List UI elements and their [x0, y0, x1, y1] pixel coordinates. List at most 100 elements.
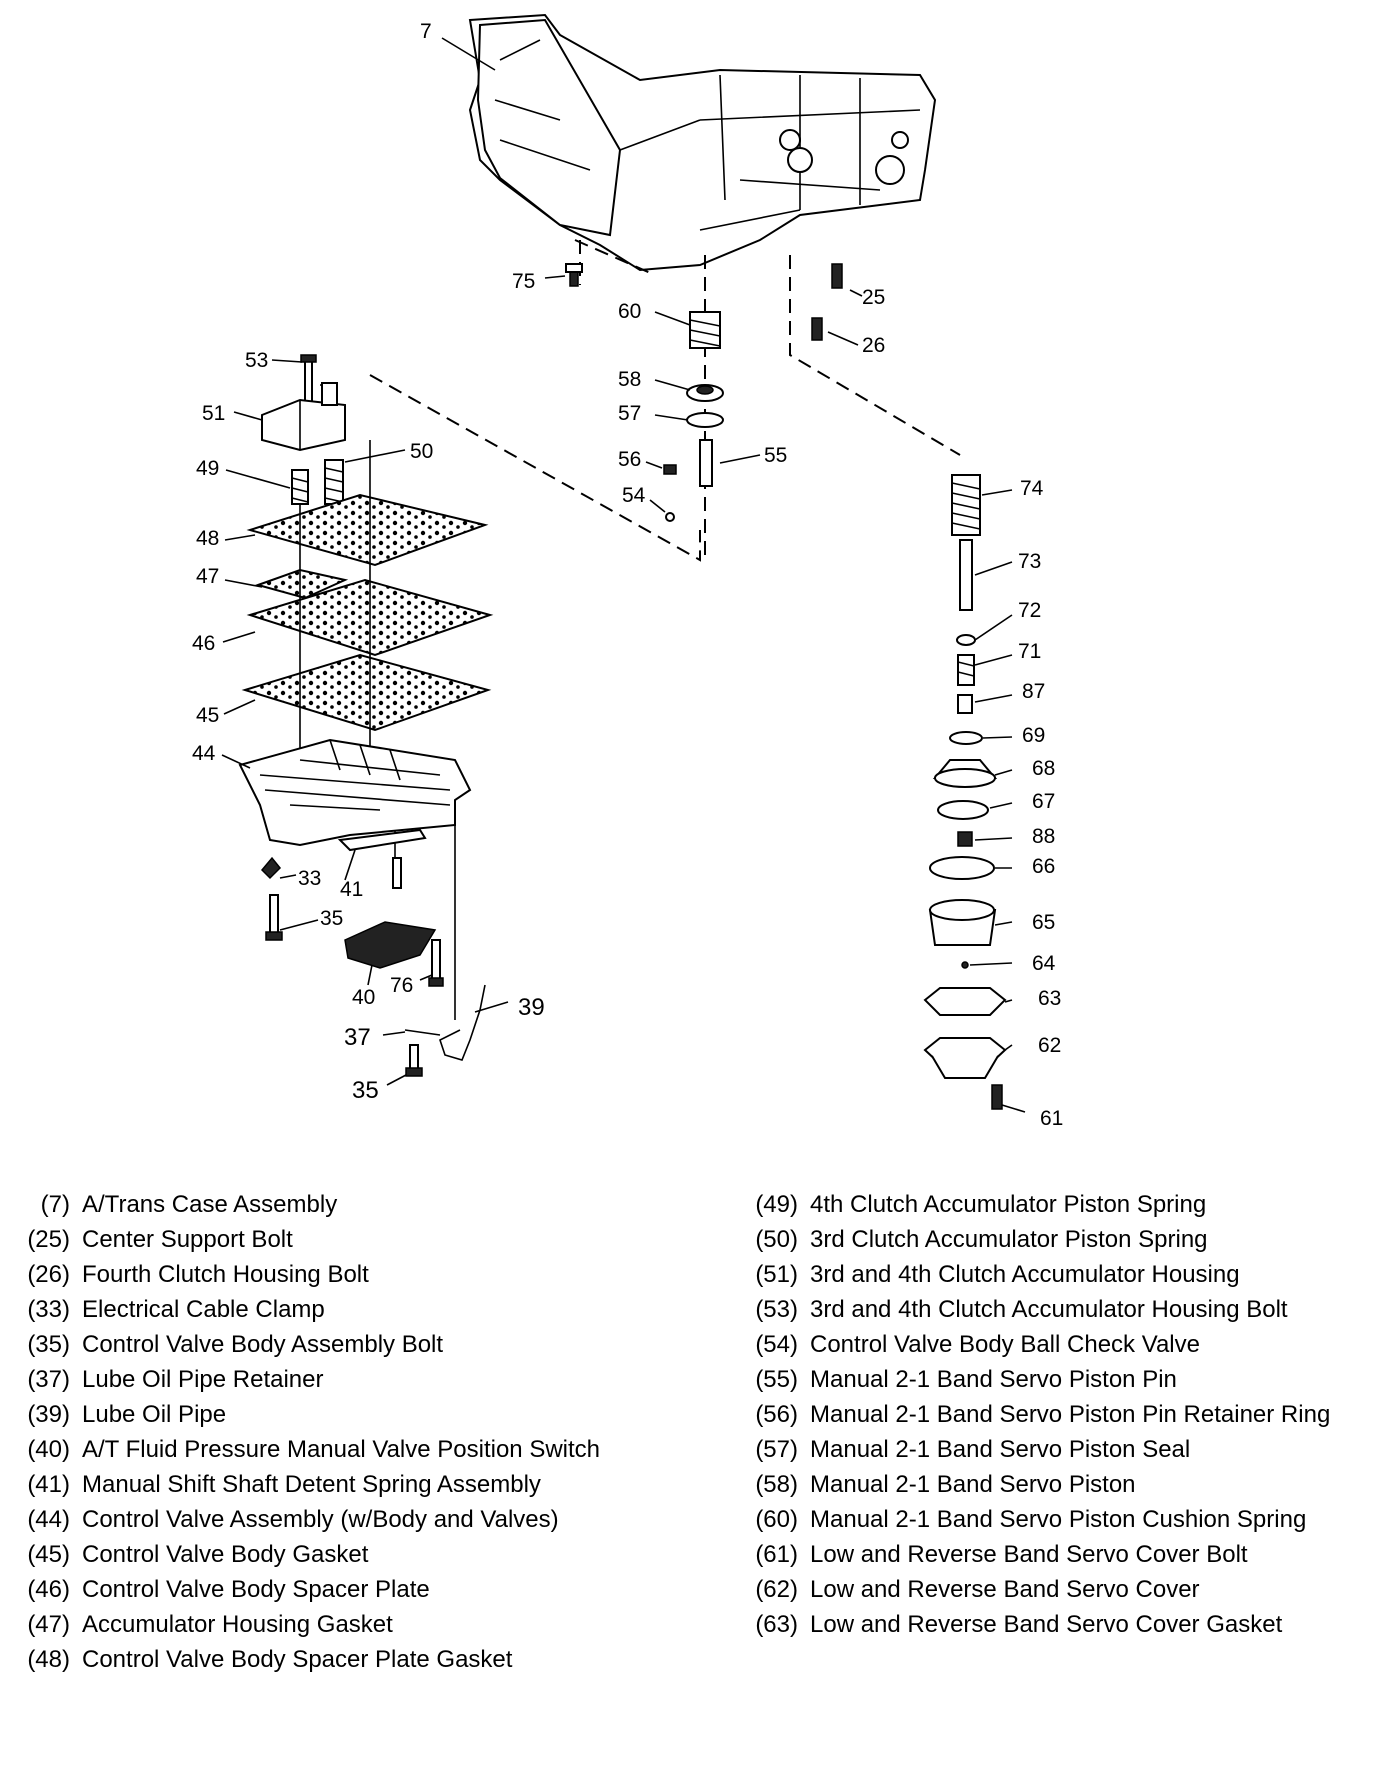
ring-69: [949, 731, 983, 745]
legend-item-text: Low and Reverse Band Servo Cover: [810, 1576, 1200, 1603]
legend-item: (7) A/Trans Case Assembly: [10, 1190, 710, 1220]
exploded-parts-diagram: 7 75 25 26 60 58 57 56 55 54 53 51 49 50…: [192, 13, 1063, 1130]
callout-49: 49: [196, 457, 219, 480]
legend-item-number: (57): [755, 1436, 798, 1463]
callout-63: 63: [1038, 987, 1061, 1010]
legend-item-number: (55): [755, 1366, 798, 1393]
callout-51: 51: [202, 402, 225, 425]
callout-57: 57: [618, 402, 641, 425]
lube-oil-pipe-39: [439, 984, 486, 1061]
cover-bolt-61: [991, 1084, 1003, 1110]
legend-item-number: (51): [755, 1261, 798, 1288]
callout-60: 60: [618, 300, 641, 323]
legend-item: (60) Manual 2-1 Band Servo Piston Cushion…: [738, 1505, 1388, 1535]
callout-68: 68: [1032, 757, 1055, 780]
part-88: [957, 831, 973, 847]
valve-bolt-35b: [405, 1044, 423, 1077]
piston-spring-50: [324, 459, 344, 505]
legend-item-number: (37): [27, 1366, 70, 1393]
legend-item-number: (25): [27, 1226, 70, 1253]
legend-item-text: A/Trans Case Assembly: [82, 1191, 338, 1218]
legend-item-number: (44): [27, 1506, 70, 1533]
valve-body-gasket-45: [241, 653, 492, 732]
servo-pin-55: [699, 439, 713, 487]
bolt-25: [831, 263, 843, 289]
legend-item-number: (45): [27, 1541, 70, 1568]
legend-item: (54)Control Valve Body Ball Check Valve: [738, 1330, 1388, 1360]
legend-item: (25) Center Support Bolt: [10, 1225, 710, 1255]
callout-7: 7: [420, 20, 432, 43]
legend-item: (50)3rd Clutch Accumulator Piston Spring: [738, 1225, 1388, 1255]
callout-40: 40: [352, 986, 375, 1009]
legend-item-number: (7): [40, 1191, 70, 1218]
piston-68: [932, 759, 998, 788]
callout-35-upper: 35: [320, 907, 343, 930]
legend-item-text: Control Valve Body Spacer Plate Gasket: [82, 1646, 513, 1673]
legend-item: (49)4th Clutch Accumulator Piston Spring: [738, 1190, 1388, 1220]
legend-item-text: Control Valve Assembly (w/Body and Valve…: [82, 1506, 559, 1533]
spacer-plate-gasket-48: [246, 493, 489, 567]
retainer-ring-56: [663, 464, 677, 475]
detent-spring-41: [337, 828, 427, 852]
legend-item: (39)Lube Oil Pipe: [10, 1400, 710, 1430]
callout-73: 73: [1018, 550, 1041, 573]
legend-item-text: Manual 2-1 Band Servo Piston Pin Retaine…: [810, 1401, 1331, 1428]
callout-88: 88: [1032, 825, 1055, 848]
callout-87: 87: [1022, 680, 1045, 703]
legend-item-number: (63): [755, 1611, 798, 1638]
legend-item-number: (53): [755, 1296, 798, 1323]
legend-left-column: (7) A/Trans Case Assembly (25) Center Suppo…: [10, 1190, 710, 1680]
legend-item-text: Low and Reverse Band Servo Cover Gasket: [810, 1611, 1283, 1638]
servo-spring-74: [951, 474, 981, 536]
legend-item-number: (26): [27, 1261, 70, 1288]
legend-item-number: (62): [755, 1576, 798, 1603]
callout-58: 58: [618, 368, 641, 391]
legend-item-text: Center Support Bolt: [82, 1226, 293, 1253]
legend-item-text: Lube Oil Pipe: [82, 1401, 227, 1428]
legend-right-column: (49)4th Clutch Accumulator Piston Spring…: [738, 1190, 1388, 1645]
callout-65: 65: [1032, 911, 1055, 934]
bolt-26: [811, 317, 823, 341]
legend-item-text: Accumulator Housing Gasket: [82, 1611, 393, 1638]
control-valve-assembly-44: [238, 738, 472, 847]
part-87: [957, 694, 973, 714]
legend-item-number: (41): [27, 1471, 70, 1498]
legend-item: (45)Control Valve Body Gasket: [10, 1540, 710, 1570]
legend-item-number: (46): [27, 1576, 70, 1603]
legend-item: (62) Low and Reverse Band Servo Cover: [738, 1575, 1388, 1605]
servo-piston-58: [686, 384, 724, 402]
legend-item-text: A/T Fluid Pressure Manual Valve Position…: [82, 1436, 601, 1463]
legend-item-text: Electrical Cable Clamp: [82, 1296, 325, 1323]
legend-item: (63) Low and Reverse Band Servo Cover Gas…: [738, 1610, 1388, 1640]
valve-bolt-35-mid: [392, 857, 402, 889]
legend-item-text: Manual 2-1 Band Servo Piston: [810, 1471, 1136, 1498]
callout-53: 53: [245, 349, 268, 372]
legend-item-text: Control Valve Body Ball Check Valve: [810, 1331, 1200, 1358]
callout-61: 61: [1040, 1107, 1063, 1130]
callout-26: 26: [862, 334, 885, 357]
callout-55: 55: [764, 444, 787, 467]
valve-bolt-35a: [265, 894, 283, 941]
legend-item-text: Control Valve Body Assembly Bolt: [82, 1331, 444, 1358]
callout-labels: 7 75 25 26 60 58 57 56 55 54 53 51 49 50…: [192, 20, 1063, 1130]
legend-item-number: (60): [755, 1506, 798, 1533]
servo-cover-62: [923, 1037, 1007, 1079]
callout-56: 56: [618, 448, 641, 471]
legend-item-text: Control Valve Body Spacer Plate: [82, 1576, 430, 1603]
spring-71: [957, 654, 975, 686]
legend-item-text: 3rd Clutch Accumulator Piston Spring: [810, 1226, 1208, 1253]
legend-item-text: Manual 2-1 Band Servo Piston Seal: [810, 1436, 1191, 1463]
cover-gasket-63: [923, 987, 1007, 1016]
callout-72: 72: [1018, 599, 1041, 622]
callout-37: 37: [344, 1024, 371, 1051]
legend-item-text: Manual 2-1 Band Servo Piston Cushion Spr…: [810, 1506, 1307, 1533]
legend-item: (53)3rd and 4th Clutch Accumulator Housi…: [738, 1295, 1388, 1325]
legend-item: (41)Manual Shift Shaft Detent Spring Ass…: [10, 1470, 710, 1500]
seal-67: [937, 800, 989, 820]
legend-item-number: (58): [755, 1471, 798, 1498]
legend-item-number: (35): [27, 1331, 70, 1358]
guide-lines: [369, 239, 961, 562]
callout-25: 25: [862, 286, 885, 309]
callout-41: 41: [340, 878, 363, 901]
accumulator-housing-gasket-47: [254, 568, 349, 600]
